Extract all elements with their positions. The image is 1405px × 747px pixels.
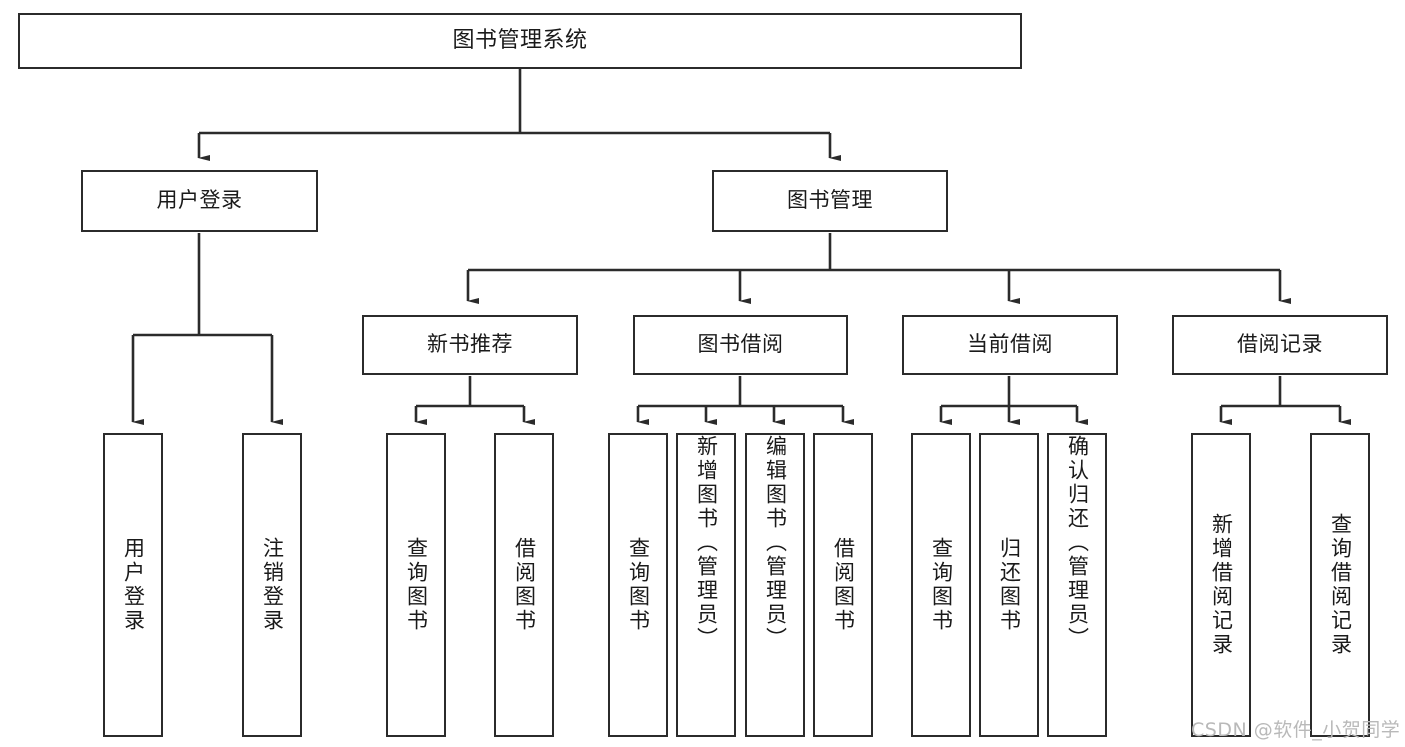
leaf-return-book-label: 归还图书 [997,537,1022,633]
leaf-add-borrow-record-label: 新增借阅记录 [1209,513,1234,657]
node-new-book-recommend[interactable]: 新书推荐 [362,315,578,375]
node-user-login[interactable]: 用户登录 [81,170,318,232]
leaf-query-book-current-label: 查询图书 [929,537,954,633]
leaf-query-book-recommend[interactable]: 查询图书 [386,433,446,737]
leaf-confirm-return-admin[interactable]: 确认归还（管理员） [1047,433,1107,737]
leaf-borrow-book-recommend-label: 借阅图书 [512,537,537,633]
node-book-manage-label: 图书管理 [787,188,873,213]
leaf-query-book-borrow[interactable]: 查询图书 [608,433,668,737]
leaf-borrow-book-label: 借阅图书 [831,537,856,633]
leaf-query-book-current[interactable]: 查询图书 [911,433,971,737]
leaf-query-borrow-record-label: 查询借阅记录 [1328,513,1353,657]
leaf-confirm-return-admin-label: 确认归还（管理员） [1065,435,1090,651]
leaf-edit-book-admin[interactable]: 编辑图书（管理员） [745,433,805,737]
node-book-borrow[interactable]: 图书借阅 [633,315,848,375]
leaf-borrow-book-recommend[interactable]: 借阅图书 [494,433,554,737]
leaf-add-book-admin[interactable]: 新增图书（管理员） [676,433,736,737]
leaf-query-book-recommend-label: 查询图书 [404,537,429,633]
leaf-logout[interactable]: 注销登录 [242,433,302,737]
watermark: CSDN @软件_小贺同学 [1191,719,1401,741]
node-book-manage[interactable]: 图书管理 [712,170,948,232]
node-root[interactable]: 图书管理系统 [18,13,1022,69]
leaf-add-borrow-record[interactable]: 新增借阅记录 [1191,433,1251,737]
node-current-borrow-label: 当前借阅 [967,332,1053,357]
node-borrow-records[interactable]: 借阅记录 [1172,315,1388,375]
node-current-borrow[interactable]: 当前借阅 [902,315,1118,375]
node-new-book-recommend-label: 新书推荐 [427,332,513,357]
leaf-borrow-book[interactable]: 借阅图书 [813,433,873,737]
leaf-user-login[interactable]: 用户登录 [103,433,163,737]
leaf-edit-book-admin-label: 编辑图书（管理员） [763,435,788,651]
leaf-user-login-label: 用户登录 [121,537,146,633]
node-user-login-label: 用户登录 [156,188,243,213]
node-book-borrow-label: 图书借阅 [697,332,784,357]
leaf-query-borrow-record[interactable]: 查询借阅记录 [1310,433,1370,737]
leaf-return-book[interactable]: 归还图书 [979,433,1039,737]
leaf-query-book-borrow-label: 查询图书 [626,537,651,633]
node-root-label: 图书管理系统 [452,27,588,53]
leaf-add-book-admin-label: 新增图书（管理员） [694,435,719,651]
leaf-logout-label: 注销登录 [260,537,285,633]
node-borrow-records-label: 借阅记录 [1237,332,1323,357]
